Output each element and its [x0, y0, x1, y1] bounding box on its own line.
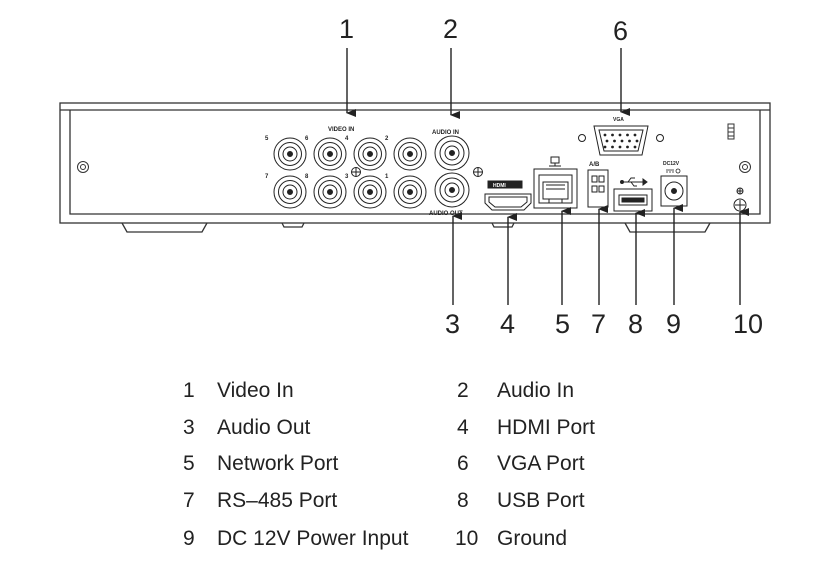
callout-8: 8	[628, 309, 643, 339]
vga-pin	[613, 139, 616, 143]
bnc-number: 6	[305, 136, 309, 142]
bnc-connector	[353, 175, 387, 209]
mounting-screw-left	[77, 161, 89, 173]
bnc-number: 3	[345, 174, 349, 180]
bnc-number: 5	[265, 136, 269, 142]
vga-pin	[633, 145, 637, 149]
vent-slot	[727, 123, 735, 140]
vga-pin	[605, 139, 609, 143]
bnc-connector	[273, 175, 307, 209]
callout-3: 3	[445, 309, 460, 339]
audio-out-rca	[434, 172, 470, 208]
usb-icon	[620, 177, 648, 187]
hdmi-port	[484, 180, 532, 211]
callout-6: 6	[613, 16, 628, 46]
video-in-bnc-ports: 5 6 4 2 7 8 3 1	[265, 136, 427, 209]
vga-pin	[603, 133, 607, 137]
vga-pin	[626, 145, 629, 149]
bnc-number: 1	[385, 174, 389, 180]
vga-pins	[603, 133, 639, 149]
audio-in-label: AUDIO IN	[432, 130, 459, 136]
audio-ground-symbol	[473, 167, 483, 177]
vga-pin	[603, 145, 607, 149]
bnc-connector	[393, 137, 427, 171]
callout-1: 1	[339, 14, 354, 44]
bnc-connector	[393, 175, 427, 209]
vga-pin	[635, 139, 639, 143]
dc-polarity-icon	[666, 168, 681, 174]
callout-2: 2	[443, 14, 458, 44]
audio-in-rca	[434, 135, 470, 171]
vga-pin	[626, 133, 629, 137]
vga-label: VGA	[613, 117, 624, 123]
vga-port	[578, 125, 664, 156]
mounting-screw-right	[739, 161, 751, 173]
callout-5: 5	[555, 309, 570, 339]
callout-9: 9	[666, 309, 681, 339]
network-rj45-port	[533, 168, 578, 209]
bnc-connector	[313, 175, 347, 209]
bnc-number: 7	[265, 174, 269, 180]
vga-pin	[618, 145, 622, 149]
vga-pin	[628, 139, 631, 143]
callout-4: 4	[500, 309, 515, 339]
usb-port	[613, 188, 653, 212]
audio-out-label: AUDIO OUT	[429, 211, 463, 217]
bnc-number: 8	[305, 174, 309, 180]
network-icon	[549, 156, 561, 167]
vga-pin	[620, 139, 624, 143]
video-ground-symbol	[351, 167, 361, 177]
vga-pin	[611, 133, 614, 137]
callout-10: 10	[733, 309, 763, 339]
bnc-connector	[313, 137, 347, 171]
bnc-connector	[273, 137, 307, 171]
hdmi-label: HDMI	[493, 183, 506, 189]
bnc-number: 4	[345, 136, 349, 142]
vga-pin	[618, 133, 622, 137]
bnc-connector	[353, 137, 387, 171]
rs485-label: A/B	[589, 162, 600, 168]
vga-pin	[633, 133, 637, 137]
vga-pin	[611, 145, 614, 149]
callout-arrows	[346, 48, 749, 305]
callout-7: 7	[591, 309, 606, 339]
dvr-chassis	[59, 102, 771, 233]
dc-label: DC12V	[663, 161, 680, 167]
bnc-number: 2	[385, 136, 389, 142]
video-in-label: VIDEO IN	[328, 127, 354, 133]
